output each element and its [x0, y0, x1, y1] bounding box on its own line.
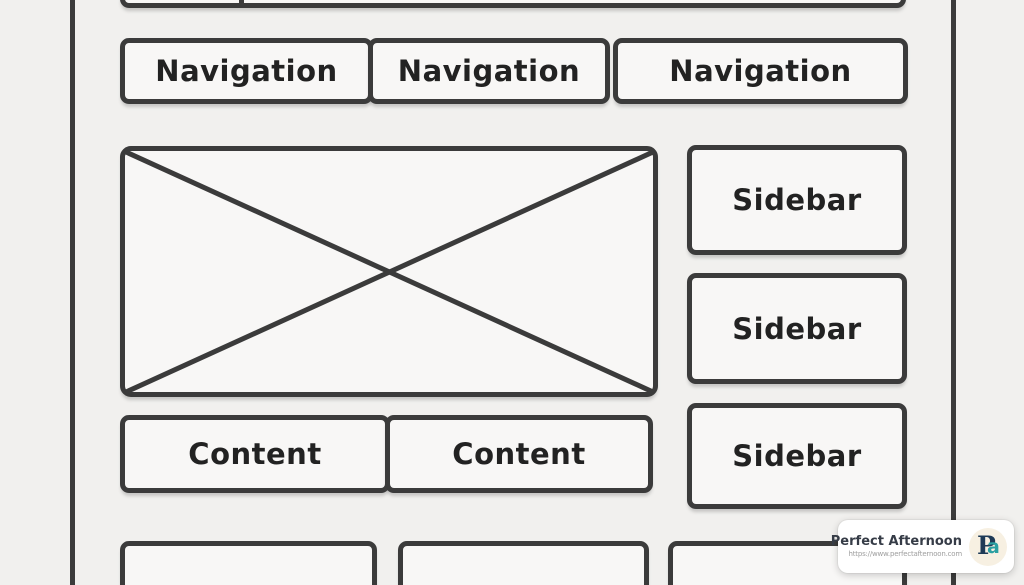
header-divider-line — [239, 0, 244, 3]
logo-letter-p: P — [977, 530, 996, 560]
nav-label-2: Navigation — [397, 54, 581, 88]
content-box-1: Content — [120, 415, 390, 493]
image-x-icon — [125, 151, 653, 392]
nav-label-1: Navigation — [155, 54, 338, 88]
footer-partial-box-1 — [120, 541, 377, 585]
content-label-2: Content — [452, 437, 586, 471]
header-partial-box — [120, 0, 906, 8]
watermark-url: https://www.perfectafternoon.com — [848, 550, 963, 559]
sidebar-label-1: Sidebar — [732, 183, 862, 217]
footer-partial-box-2 — [398, 541, 649, 585]
content-box-2: Content — [385, 415, 653, 493]
nav-box-2: Navigation — [368, 38, 610, 104]
watermark-card: Perfect Afternoon https://www.perfectaft… — [831, 520, 1014, 573]
watermark-title: Perfect Afternoon — [830, 534, 962, 549]
sidebar-label-2: Sidebar — [732, 311, 862, 346]
content-label-1: Content — [188, 437, 322, 471]
page-outer-frame — [70, 0, 956, 585]
sidebar-box-1: Sidebar — [687, 145, 907, 255]
watermark-text-block: Perfect Afternoon https://www.perfectaft… — [831, 534, 962, 559]
image-placeholder-box — [120, 146, 658, 397]
perfect-afternoon-logo-icon: P a — [969, 527, 1007, 566]
sidebar-box-2: Sidebar — [687, 273, 907, 384]
sidebar-label-3: Sidebar — [732, 439, 862, 473]
nav-label-3: Navigation — [669, 54, 852, 88]
nav-box-1: Navigation — [120, 38, 373, 104]
nav-box-3: Navigation — [613, 38, 908, 104]
logo-letter-a: a — [987, 535, 1000, 558]
sidebar-box-3: Sidebar — [687, 403, 907, 509]
